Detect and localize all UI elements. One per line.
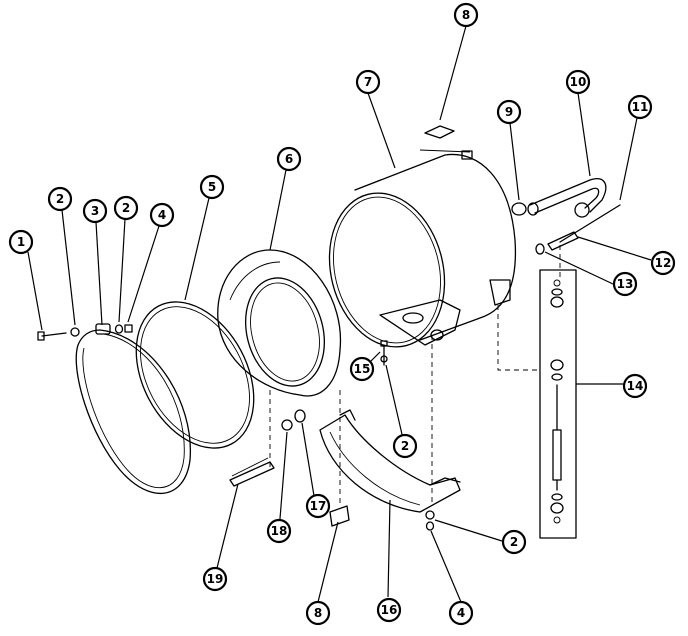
part-clamp-ring xyxy=(75,323,191,494)
svg-text:13: 13 xyxy=(617,277,634,291)
part-pipe xyxy=(547,231,579,251)
part-nut-lower xyxy=(425,521,435,531)
callout-6: 6 xyxy=(276,146,302,172)
svg-text:2: 2 xyxy=(401,439,409,453)
svg-text:9: 9 xyxy=(505,105,513,119)
svg-text:16: 16 xyxy=(381,603,398,617)
callout-2-c: 2 xyxy=(392,433,418,459)
callout-11: 11 xyxy=(627,94,653,120)
part-washer-right xyxy=(114,324,124,334)
alignment-lines xyxy=(269,245,561,505)
callout-19: 19 xyxy=(202,566,228,592)
svg-text:11: 11 xyxy=(632,100,649,114)
part-nut xyxy=(124,324,133,333)
callout-2-d: 2 xyxy=(501,529,527,555)
callout-2-a: 2 xyxy=(47,186,73,212)
svg-text:6: 6 xyxy=(285,152,293,166)
callout-8-b: 8 xyxy=(305,600,331,626)
svg-text:4: 4 xyxy=(457,606,465,620)
part-heater-element xyxy=(229,457,275,487)
callout-4-a: 4 xyxy=(149,202,175,228)
svg-text:8: 8 xyxy=(462,8,470,22)
callout-12: 12 xyxy=(650,250,676,276)
callout-5: 5 xyxy=(199,174,225,200)
svg-text:10: 10 xyxy=(570,75,587,89)
part-tub-front xyxy=(217,249,342,397)
part-washer-17 xyxy=(294,409,306,423)
callout-13: 13 xyxy=(612,271,638,297)
callout-17: 17 xyxy=(305,493,331,519)
callout-1: 1 xyxy=(8,229,34,255)
part-label-top xyxy=(424,125,455,139)
svg-text:4: 4 xyxy=(158,208,166,222)
part-washer-mid xyxy=(380,355,388,363)
svg-text:7: 7 xyxy=(364,75,372,89)
callout-9: 9 xyxy=(496,99,522,125)
callout-18: 18 xyxy=(266,518,292,544)
callout-15: 15 xyxy=(349,356,375,382)
svg-text:1: 1 xyxy=(17,235,25,249)
callout-10: 10 xyxy=(565,69,591,95)
part-wire xyxy=(559,204,621,243)
callout-14: 14 xyxy=(622,373,648,399)
part-tub-support-bracket xyxy=(319,409,461,513)
part-shock-absorber-kit xyxy=(539,269,577,539)
svg-text:2: 2 xyxy=(56,192,64,206)
svg-text:3: 3 xyxy=(91,204,99,218)
svg-text:18: 18 xyxy=(271,524,288,538)
part-grommet xyxy=(511,202,527,216)
callout-2-b: 2 xyxy=(113,195,139,221)
leader-lines xyxy=(27,25,652,603)
svg-text:17: 17 xyxy=(310,499,327,513)
svg-text:15: 15 xyxy=(354,362,371,376)
part-hose xyxy=(527,178,607,218)
part-nut-18 xyxy=(281,419,293,431)
part-small-ring xyxy=(535,243,545,255)
part-door-gasket xyxy=(135,301,255,449)
svg-text:12: 12 xyxy=(655,256,672,270)
svg-text:14: 14 xyxy=(627,379,644,393)
svg-text:8: 8 xyxy=(314,606,322,620)
part-outer-tub xyxy=(328,149,517,348)
callout-16: 16 xyxy=(376,597,402,623)
callout-7: 7 xyxy=(355,69,381,95)
part-screw xyxy=(37,331,67,341)
svg-text:2: 2 xyxy=(510,535,518,549)
svg-text:19: 19 xyxy=(207,572,224,586)
svg-text:2: 2 xyxy=(122,201,130,215)
svg-text:5: 5 xyxy=(208,180,216,194)
part-label-bottom xyxy=(329,505,350,527)
callout-8-a: 8 xyxy=(453,2,479,28)
callout-4-b: 4 xyxy=(448,600,474,626)
part-washer xyxy=(70,327,80,337)
callout-3: 3 xyxy=(82,198,108,224)
part-washer-lower xyxy=(425,510,435,520)
